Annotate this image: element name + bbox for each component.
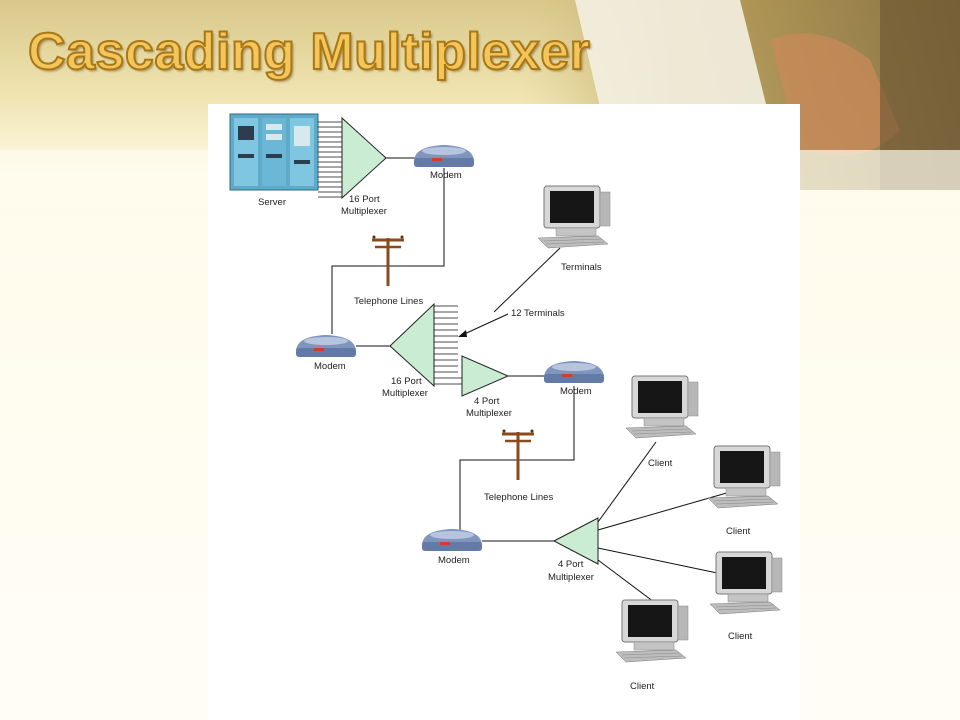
twelve-terminals-arrow [459,313,509,337]
mux-16-port-top [341,116,387,200]
client-1-icon [625,375,699,439]
mux-4-port-middle [461,355,510,397]
modem-right-label: Modem [560,386,592,397]
terminals-label: Terminals [561,262,602,273]
mux-4-mid-label-2: Multiplexer [466,408,512,419]
mux-16-mid-label-2: Multiplexer [382,388,428,399]
mux-16-port-middle [389,302,435,388]
client-1-label: Client [648,458,673,469]
telephone-lines-2-label: Telephone Lines [484,492,553,503]
modem-middle-label: Modem [314,361,346,372]
modem-bottom-label: Modem [438,555,470,566]
terminal-link-line [493,247,561,313]
client-4-icon [615,599,689,663]
telephone-lines-1-label: Telephone Lines [354,296,423,307]
twelve-terminals-label: 12 Terminals [511,308,565,319]
mux-4-bottom-label-2: Multiplexer [548,572,594,583]
mux-16-mid-label-1: 16 Port [391,376,422,387]
terminal-icon [537,185,611,249]
slide-title: Cascading Multiplexer [27,22,591,82]
telephone-pole-2-icon [500,428,536,482]
server-mux-lines [318,121,342,198]
terminal-input-lines [434,305,462,385]
arrow-head [458,330,467,337]
client-3-icon [709,551,783,615]
client-2-label: Client [726,526,751,537]
client-4-label: Client [630,681,655,692]
modem-top-label: Modem [430,170,462,181]
modem-middle-icon [296,335,356,357]
mux-4-port-bottom [552,517,599,565]
photo-hand-shape [770,33,900,157]
modem-bottom-icon [422,529,482,551]
mux-16-top-label-2: Multiplexer [341,206,387,217]
server-label: Server [258,197,286,208]
server-icon [229,113,319,191]
mux-4-mid-label-1: 4 Port [474,396,500,407]
modem-top-icon [414,145,474,167]
client-3-label: Client [728,631,753,642]
mux-4-bottom-label-1: 4 Port [558,559,584,570]
cascading-multiplexer-diagram: Server 16 Port Multiplexer Modem Telepho… [208,104,800,720]
telephone-pole-1-icon [370,234,406,288]
mux-16-top-label-1: 16 Port [349,194,380,205]
modem-right-icon [544,361,604,383]
client-2-icon [707,445,781,509]
